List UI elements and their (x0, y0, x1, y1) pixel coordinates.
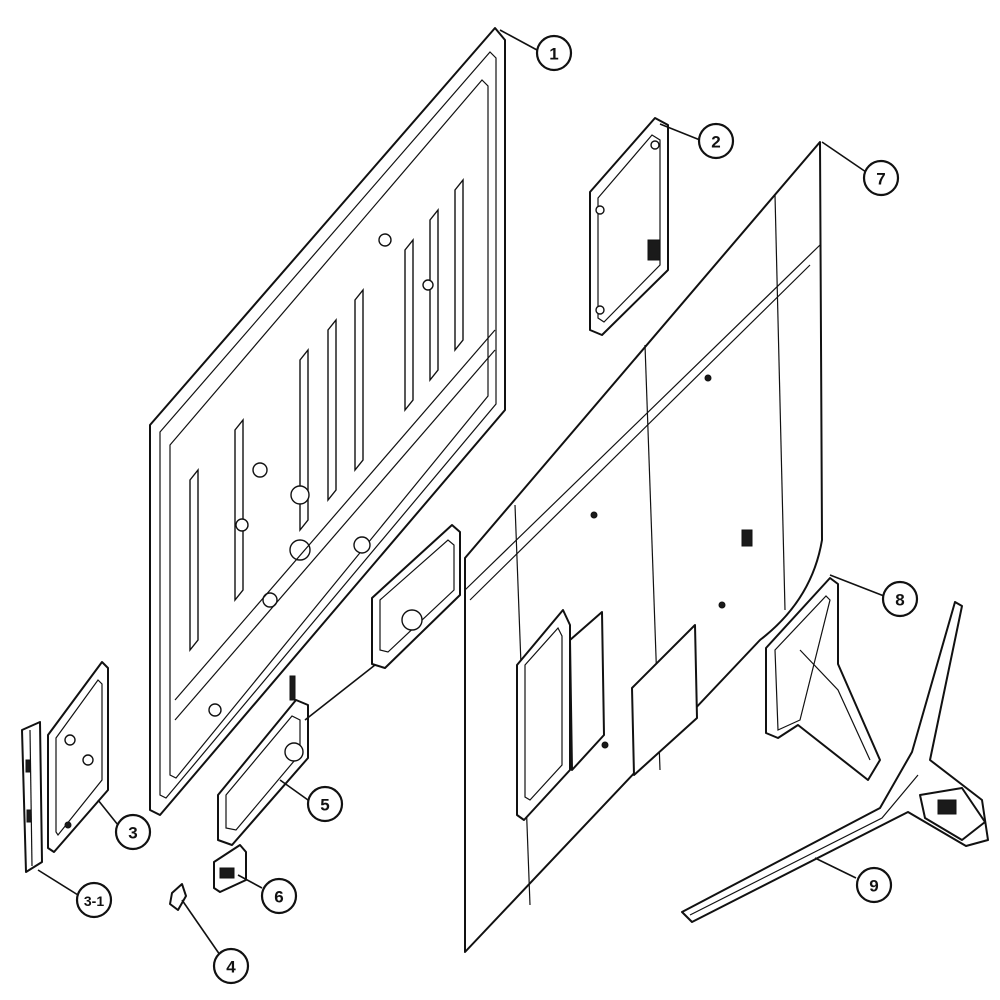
callout-3-label: 3 (128, 824, 137, 843)
callout-9-label: 9 (869, 877, 878, 896)
callout-1-label: 1 (549, 45, 558, 64)
leader-lines (37, 29, 885, 956)
callout-8: 8 (881, 580, 919, 618)
callout-9: 9 (855, 866, 893, 904)
part-2-main-board (589, 117, 669, 336)
callout-4: 4 (212, 947, 250, 985)
part-3-power-board (47, 661, 109, 853)
callout-8-label: 8 (895, 591, 904, 610)
part-7-rear-cover (464, 141, 823, 953)
leader-1 (499, 29, 538, 51)
part-3-1-side-bracket (21, 721, 43, 873)
callout-3-1-label: 3-1 (84, 893, 104, 909)
leader-9 (814, 857, 857, 879)
callout-7: 7 (862, 159, 900, 197)
leader-5 (279, 779, 309, 801)
part-5-speaker-assembly (217, 524, 461, 846)
callouts: 1 2 3 3-1 4 5 6 7 (75, 34, 919, 985)
callout-3-1: 3-1 (75, 881, 113, 919)
callout-5: 5 (306, 785, 344, 823)
panel-ribs (189, 178, 464, 652)
callout-7-circle (862, 159, 900, 197)
callout-1-circle (535, 34, 573, 72)
callout-7-label: 7 (876, 170, 885, 189)
part-8-stand-neck (765, 577, 881, 781)
leader-5-to-bracket (304, 664, 376, 721)
callout-2-circle (697, 122, 735, 160)
callout-3-circle (114, 813, 152, 851)
callout-5-circle (306, 785, 344, 823)
part-1-display-panel (149, 27, 506, 816)
part-6-small-board (213, 844, 247, 893)
leader-3 (97, 799, 119, 826)
callout-3: 3 (114, 813, 152, 851)
callout-3-1-circle (75, 881, 113, 919)
leader-8 (829, 574, 885, 597)
callout-2: 2 (697, 122, 735, 160)
callout-6: 6 (260, 877, 298, 915)
leader-6 (237, 874, 263, 889)
part-4-clip (169, 883, 187, 911)
panel-mounting-bosses (208, 233, 434, 717)
callout-6-label: 6 (274, 888, 283, 907)
callout-5-label: 5 (320, 796, 329, 815)
callout-4-circle (212, 947, 250, 985)
leader-7 (821, 141, 867, 173)
leader-4 (181, 899, 221, 956)
callout-2-label: 2 (711, 133, 720, 152)
callout-1: 1 (535, 34, 573, 72)
callout-9-circle (855, 866, 893, 904)
callout-8-circle (881, 580, 919, 618)
callout-4-label: 4 (226, 958, 236, 977)
leader-2 (659, 123, 701, 141)
leader-3-1 (37, 869, 79, 896)
callout-6-circle (260, 877, 298, 915)
part-9-stand-base (681, 601, 989, 923)
